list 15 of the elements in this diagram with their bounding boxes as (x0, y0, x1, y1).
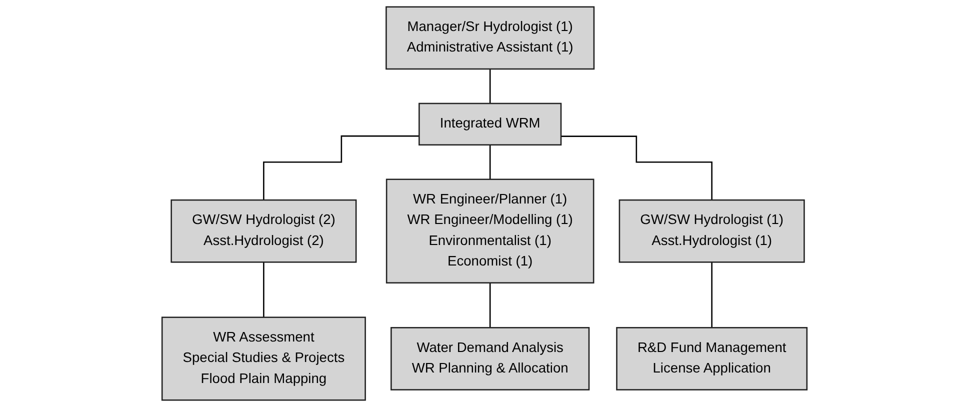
connector (489, 144, 491, 180)
connector (489, 282, 491, 328)
node-box: WR Assessment Special Studies & Projects Flood Plain Mapping (161, 316, 366, 401)
node-box: GW/SW Hydrologist (1) Asst.Hydrologist (1) (618, 199, 805, 263)
connector (263, 135, 420, 201)
connector (561, 136, 712, 201)
connector (489, 68, 491, 104)
node-box: R&D Fund Management License Application (616, 327, 808, 390)
connector (711, 261, 712, 328)
node-box: WR Engineer/Planner (1) WR Engineer/Modelling (1) Environmentalist (1) Economist (1) (386, 178, 594, 284)
node-box: Manager/Sr Hydrologist (1) Administrative Assistant (1) (386, 6, 595, 70)
connector (263, 261, 264, 318)
node-box: Water Demand Analysis WR Planning & Allocation (390, 327, 590, 390)
node-box: GW/SW Hydrologist (2) Asst.Hydrologist (2) (170, 199, 357, 263)
node-box: Integrated WRM (418, 102, 562, 146)
